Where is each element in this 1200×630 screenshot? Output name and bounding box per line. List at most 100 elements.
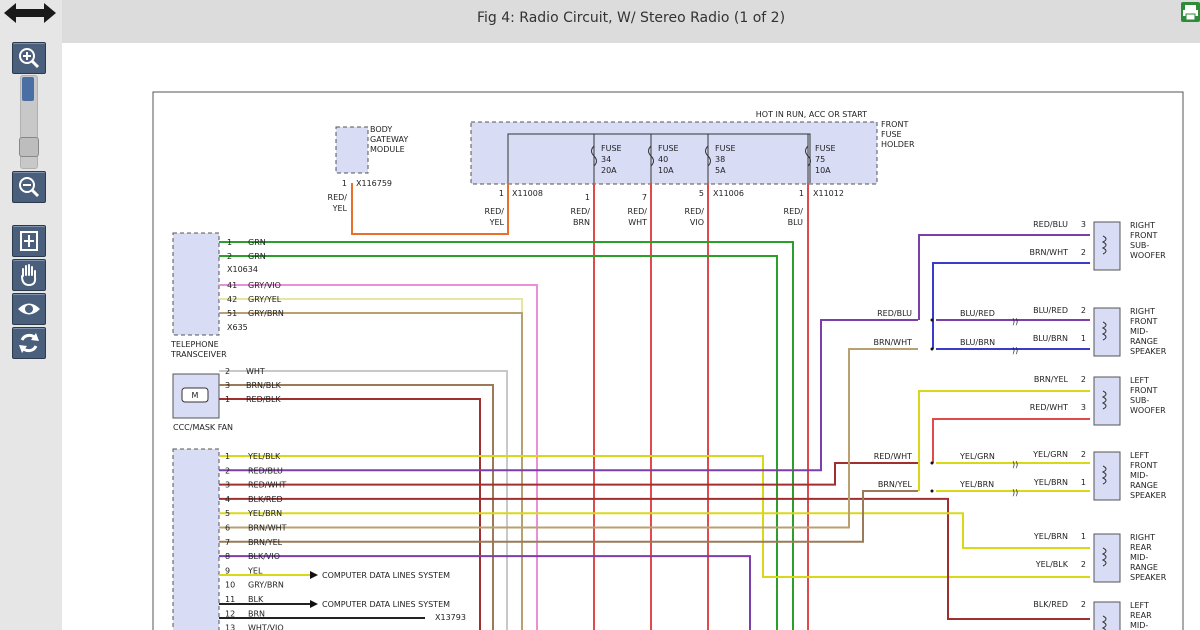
fuse-rating: 5A [715, 166, 726, 175]
zoom-slider-fill [22, 77, 34, 101]
radio-wire [219, 455, 1090, 578]
pin-number: 1 [1081, 478, 1086, 487]
speaker-wire [918, 390, 1090, 491]
wire-color-label: BLK/RED [248, 495, 283, 504]
fit-page-button[interactable] [12, 225, 46, 257]
telephone-wire [219, 284, 538, 630]
wire-color-label: BRN/BLK [246, 381, 282, 390]
body-gateway-label: BODY [370, 125, 392, 134]
fuse-name: FUSE [815, 144, 836, 153]
connector-id: X11006 [713, 189, 744, 198]
connector-id: X116759 [356, 179, 392, 188]
zoom-out-button[interactable] [12, 171, 46, 203]
pin-number: 5 [699, 189, 704, 198]
speaker-label: FRONT [1130, 317, 1157, 326]
wire-color-label: GRY/BRN [248, 309, 284, 318]
body-gateway-label: GATEWAY [370, 135, 408, 144]
pin-number: 2 [225, 367, 230, 376]
fan-motor-symbol [181, 387, 209, 403]
zoom-slider-handle[interactable] [19, 137, 39, 157]
telephone-label: TRANSCEIVER [170, 350, 227, 359]
speaker-coil [1101, 547, 1107, 567]
wire-color-label: YEL/BRN [1033, 532, 1068, 541]
speaker-box [1093, 376, 1121, 426]
wire-color-label: BRN [573, 218, 590, 227]
pin-number: 11 [225, 595, 235, 604]
connector-symbol: )) [1012, 317, 1018, 326]
refresh-button[interactable] [12, 327, 46, 359]
pin-number: 7 [225, 538, 230, 547]
speaker-box [1093, 601, 1121, 630]
speaker-label: SPEAKER [1130, 573, 1167, 582]
wire-color-label: GRY/VIO [248, 281, 281, 290]
pin-number: 6 [225, 524, 230, 533]
wire-color-label: YEL/BRN [1033, 478, 1068, 487]
wire-color-label: WHT [628, 218, 647, 227]
wire-color-label: GRY/BRN [248, 581, 284, 590]
speaker-box [1093, 221, 1121, 271]
fuse-holder-box [470, 121, 878, 185]
splice-dot [930, 318, 934, 322]
wire-color-label: RED/BLK [246, 395, 281, 404]
zoom-in-button[interactable] [12, 42, 46, 74]
wire-color-label: RED/ [485, 207, 505, 216]
pin-number: 2 [1081, 248, 1086, 257]
wire-color-label: RED/BLU [248, 466, 283, 475]
speaker-box [1093, 451, 1121, 501]
pin-number: 4 [225, 495, 230, 504]
fuse-symbol [648, 145, 654, 167]
radio-box [172, 448, 220, 630]
splice-dot [930, 489, 934, 493]
data-line-arrow [310, 571, 318, 579]
fan-label: CCC/MASK FAN [173, 423, 233, 432]
connector-id: X11012 [813, 189, 844, 198]
wire-color-label: BLK [248, 595, 264, 604]
fuse-name: FUSE [715, 144, 736, 153]
pin-number: 2 [1081, 306, 1086, 315]
wire-color-label: YEL/BLK [247, 452, 281, 461]
wire-color-label: BRN/YEL [878, 480, 913, 489]
fuse-symbol [705, 145, 711, 167]
fuse-symbol [805, 145, 811, 167]
wire-color-label: BLK/RED [1033, 600, 1068, 609]
wire-color-label: RED/ [784, 207, 804, 216]
pin-number: 1 [1081, 334, 1086, 343]
view-button[interactable] [12, 293, 46, 325]
radio-wire [219, 555, 751, 630]
speaker-label: RANGE [1130, 337, 1158, 346]
pin-number: 2 [1081, 600, 1086, 609]
body-gateway-module-box [335, 126, 369, 174]
speaker-box [1093, 533, 1121, 583]
telephone-wire [219, 312, 523, 630]
wire-color-label: BRN/WHT [248, 524, 287, 533]
fuse-holder-label: HOLDER [881, 140, 915, 149]
pin-number: 42 [227, 295, 237, 304]
print-button[interactable] [1181, 2, 1200, 22]
wire-color-label: RED/WHT [248, 481, 286, 490]
speaker-label: REAR [1130, 611, 1152, 620]
wire-color-label: GRY/YEL [248, 295, 282, 304]
wire-color-label: RED/WHT [1030, 403, 1068, 412]
fuse-number: 38 [715, 155, 725, 164]
speaker-label: SPEAKER [1130, 491, 1167, 500]
pan-button[interactable] [12, 259, 46, 291]
speaker-label: WOOFER [1130, 406, 1166, 415]
pin-number: 3 [225, 481, 230, 490]
page-border [152, 91, 1184, 630]
wire-red-yel [351, 183, 509, 235]
wire-color-label: RED/ [628, 207, 648, 216]
speaker-label: MID- [1130, 471, 1148, 480]
fuse-symbol [591, 145, 597, 167]
splice-dot [930, 461, 934, 465]
connector-id: X11008 [512, 189, 543, 198]
wire-color-label: WHT [246, 367, 265, 376]
telephone-wire [219, 241, 794, 630]
speaker-coil [1101, 321, 1107, 341]
fuse-name: FUSE [658, 144, 679, 153]
speaker-label: RIGHT [1130, 307, 1155, 316]
speaker-label: SPEAKER [1130, 347, 1167, 356]
pin-number: 2 [1081, 560, 1086, 569]
left-right-arrow-icon[interactable] [4, 2, 56, 24]
fan-wire [219, 370, 508, 630]
